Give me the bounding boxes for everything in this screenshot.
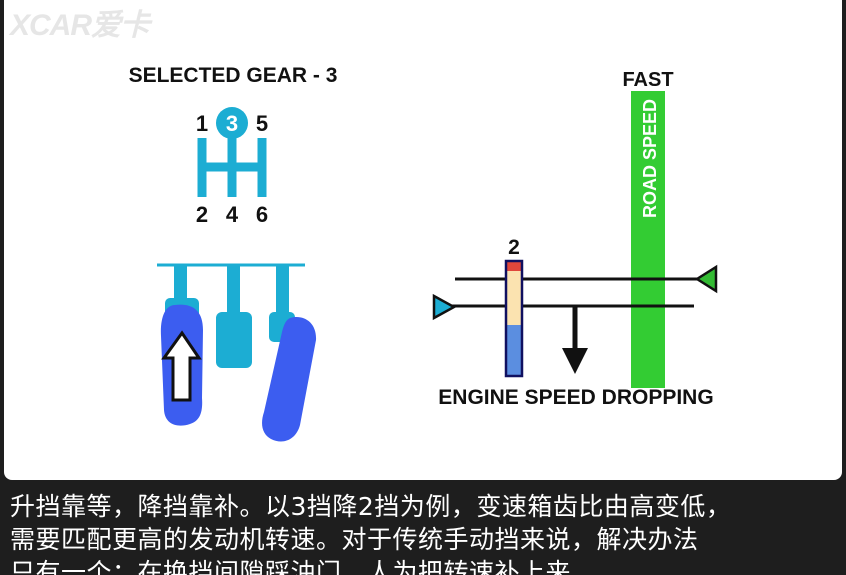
target-speed-marker-icon [694,264,718,294]
arrow-up-icon [161,330,202,402]
pedal-assembly [157,263,317,442]
caption-line-3: 只有一个：在换挡间隙踩油门，人为把转速补上来。 [10,558,597,575]
tacho-mid-zone [507,271,521,325]
gear-label-5: 5 [256,111,268,136]
tacho-frame [504,259,524,378]
gear-label-2: 2 [196,202,208,227]
right-foot-icon [262,316,317,442]
selected-gear-marker [216,107,248,139]
rev-match-diagram: SELECTED GEAR - 3 1 3 5 2 4 6 FAST ROAD … [129,64,718,442]
clutch-pedal-arm [174,265,187,305]
selected-gear-title: SELECTED GEAR - 3 [129,64,338,87]
tacho-red-zone [507,262,521,271]
gear-label-3: 3 [226,111,238,136]
road-speed-label: ROAD SPEED [640,99,660,218]
tacho-gear-label: 2 [508,236,520,259]
gear-label-1: 1 [196,111,208,136]
brake-pedal-arm [227,265,240,315]
watermark-logo: XCAR爱卡 [10,9,150,42]
tacho-low-zone [507,325,521,375]
caption-text: 升挡靠等，降挡靠补。以3挡降2挡为例，变速箱齿比由高变低， 需要匹配更高的发动机… [10,490,840,575]
gas-pedal-arm [276,265,289,315]
engine-status-label: ENGINE SPEED DROPPING [438,386,713,409]
gear-label-6: 6 [256,202,268,227]
shift-gate [197,138,267,197]
brake-pedal-pad [216,312,252,368]
gear-label-4: 4 [226,202,239,227]
fast-label: FAST [622,69,673,91]
diagram-panel [4,0,842,480]
caption-line-1: 升挡靠等，降挡靠补。以3挡降2挡为例，变速箱齿比由高变低， [10,492,732,521]
current-speed-marker-icon [432,293,457,321]
caption-line-2: 需要匹配更高的发动机转速。对于传统手动挡来说，解决办法 [10,525,699,554]
drop-arrow-icon [562,348,588,374]
road-speed-bar [631,91,665,388]
